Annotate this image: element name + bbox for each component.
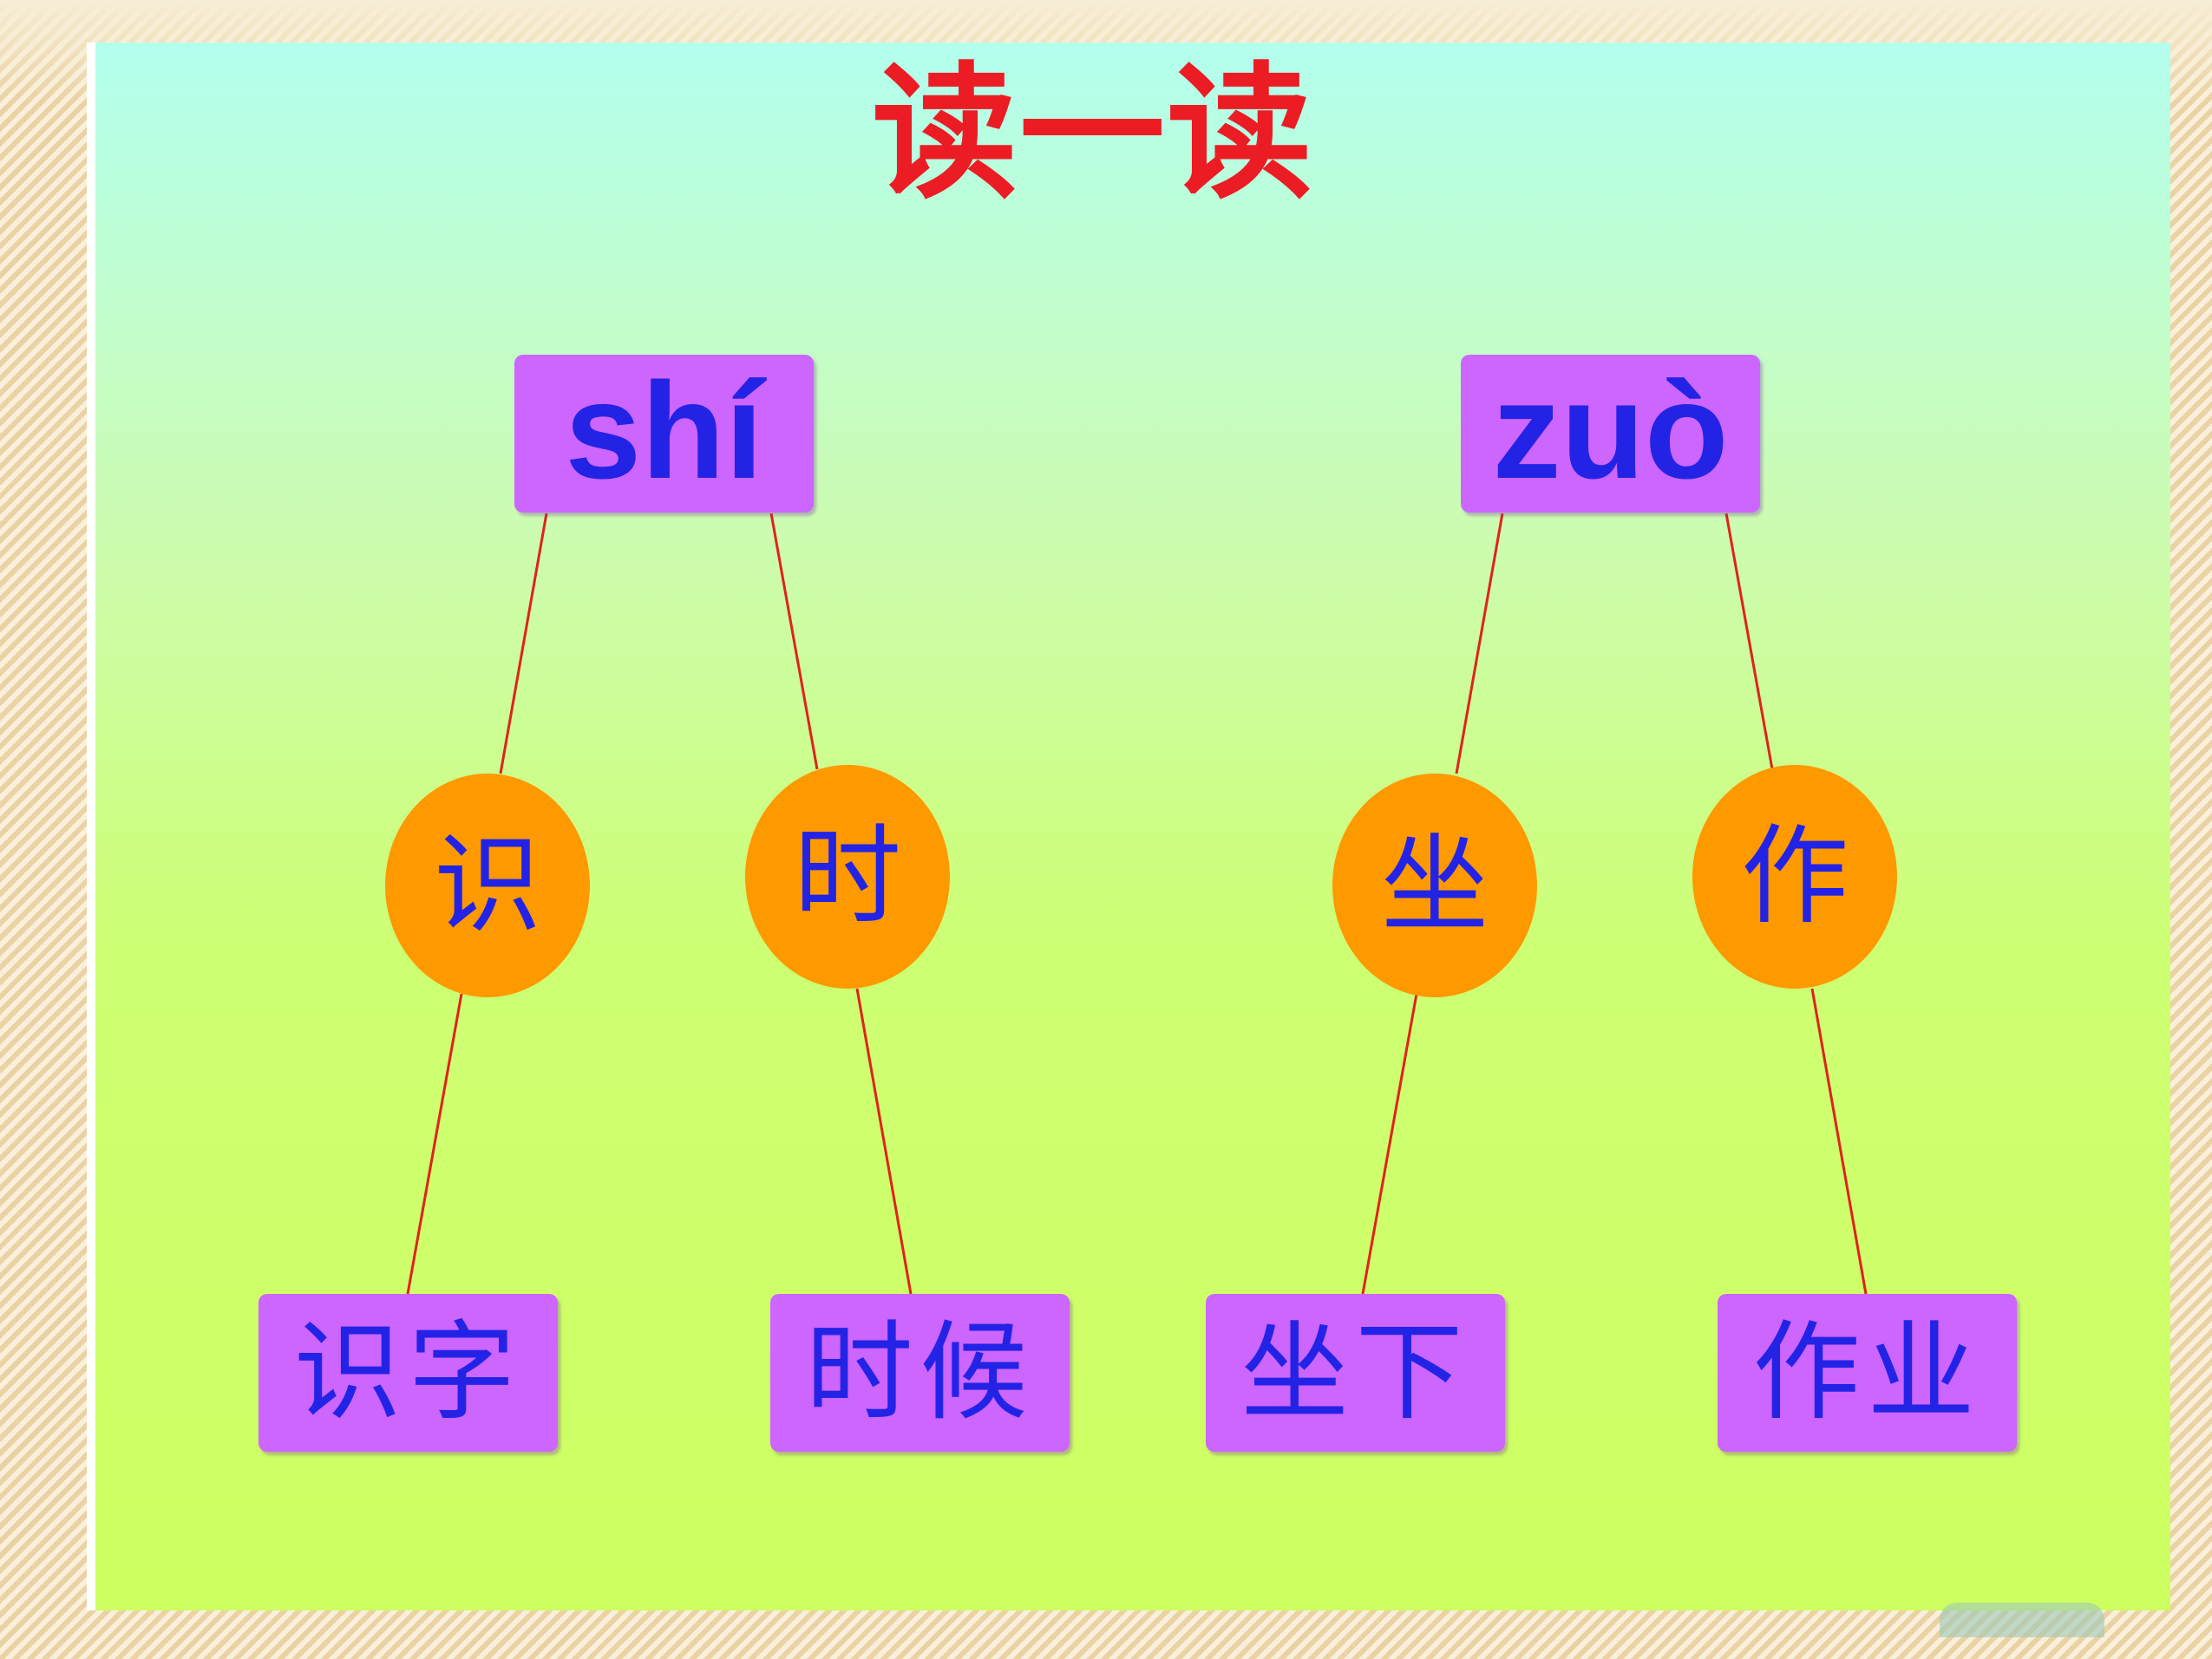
word-box-zuoye: 作业 [1718,1294,2017,1452]
corner-tab [1940,1603,2104,1637]
connector-shi2-to-word [855,988,913,1295]
connector-shi-to-shi2 [769,513,819,770]
slide-title: 读一读 [872,47,1314,219]
word-box-shizi: 识字 [259,1294,558,1452]
pinyin-box-shi: shí [514,355,814,513]
connector-shi1-to-word [406,993,463,1295]
connector-zuo-to-zuo1 [1455,513,1504,774]
word-box-shihou: 时候 [770,1294,1070,1452]
connector-zuo-to-zuo2 [1724,513,1774,770]
connector-shi-to-shi1 [499,513,548,774]
connector-zuo1-to-word [1361,993,1418,1295]
character-circle-shi-1: 识 [385,774,590,997]
character-circle-zuo-2: 作 [1692,765,1897,989]
connector-zuo2-to-word [1810,988,1868,1295]
character-circle-shi-2: 时 [745,765,950,989]
word-box-zuoxia: 坐下 [1206,1294,1505,1452]
character-circle-zuo-1: 坐 [1332,774,1537,997]
pinyin-box-zuo: zuò [1461,355,1760,513]
